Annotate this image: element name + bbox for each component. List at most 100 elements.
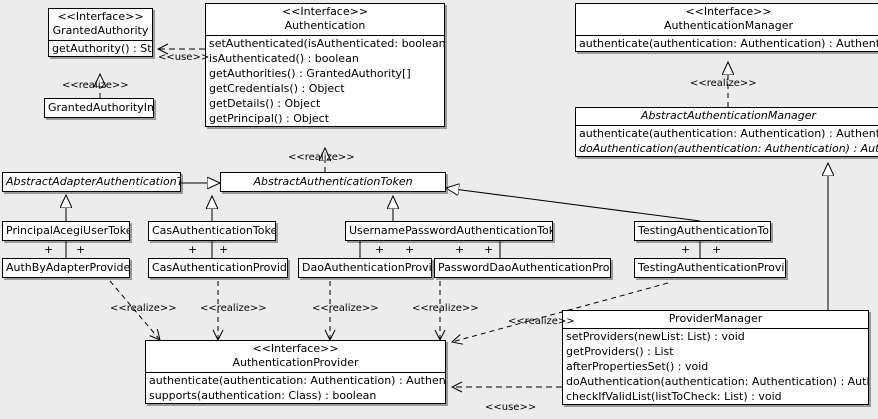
class-box-auth-by-adapter-provider[interactable]: AuthByAdapterProvider [2, 258, 130, 278]
association-marker-plus: + [681, 243, 691, 256]
class-name-label: AbstractAuthenticationToken [253, 175, 413, 188]
member-list: authenticate(authentication: Authenticat… [146, 373, 445, 403]
class-name-label: CasAuthenticationToken [152, 224, 276, 237]
edge-label-realize-passworddaoauthenticationprovider: <<realize>> [412, 303, 479, 314]
member-list: setAuthenticated(isAuthenticated: boolea… [206, 36, 444, 126]
association-marker-plus: + [219, 243, 229, 256]
class-box-password-dao-authentication-provider[interactable]: PasswordDaoAuthenticationProvider [434, 258, 611, 278]
class-box-testing-authentication-provider[interactable]: TestingAuthenticationProvider [634, 258, 786, 278]
class-box-dao-authentication-provider[interactable]: DaoAuthenticationProvider [298, 258, 432, 278]
stereotype-label: <<Interface>> [57, 10, 144, 23]
association-marker-plus: + [375, 243, 385, 256]
class-name-label: AuthenticationProvider [232, 356, 359, 369]
divider [576, 125, 878, 126]
class-box-cas-authentication-provider[interactable]: CasAuthenticationProvider [148, 258, 288, 278]
class-name-label: AbstractAdapterAuthenticationToken [6, 175, 180, 188]
class-box-abstract-authentication-manager[interactable]: AbstractAuthenticationManager authentica… [575, 107, 878, 157]
divider [576, 35, 878, 36]
class-member: setAuthenticated(isAuthenticated: boolea… [209, 37, 445, 50]
class-box-authentication-manager[interactable]: <<Interface>> AuthenticationManager auth… [575, 3, 878, 52]
edge-label-use-authentication: <<use>> [158, 52, 210, 63]
class-member: afterPropertiesSet() : void [566, 360, 709, 373]
class-name-label: AbstractAuthenticationManager [640, 109, 817, 122]
class-header-provider-manager: ProviderManager [563, 311, 868, 328]
class-member: authenticate(authentication: Authenticat… [149, 374, 446, 387]
class-name-label: PrincipalAcegiUserToken [6, 224, 130, 237]
stereotype-label: <<Interface>> [252, 342, 339, 355]
class-name-label: CasAuthenticationProvider [152, 261, 288, 274]
class-header-authentication: <<Interface>> Authentication [206, 4, 444, 35]
class-box-authentication-provider[interactable]: <<Interface>> AuthenticationProvider aut… [145, 340, 446, 404]
edge-generalize-testingauthenticationtoken [446, 188, 701, 222]
stereotype-label: <<Interface>> [685, 5, 772, 18]
member-list: getAuthority() : String [49, 41, 152, 56]
class-header-authentication-provider: <<Interface>> AuthenticationProvider [146, 341, 445, 372]
class-name-label: GrantedAuthorityImpl [48, 101, 153, 114]
association-marker-plus: + [44, 243, 54, 256]
class-box-testing-authentication-token[interactable]: TestingAuthenticationToken [634, 221, 771, 241]
association-marker-plus: + [405, 243, 415, 256]
association-marker-plus: + [484, 243, 494, 256]
class-member: getAuthority() : String [52, 42, 152, 55]
stereotype-label: <<Interface>> [281, 5, 369, 18]
association-marker-plus: + [455, 243, 465, 256]
class-member: isAuthenticated() : boolean [209, 52, 359, 65]
class-header-cas-authentication-provider: CasAuthenticationProvider [149, 259, 287, 277]
class-header-dao-authentication-provider: DaoAuthenticationProvider [299, 259, 431, 277]
class-box-granted-authority-impl[interactable]: GrantedAuthorityImpl [44, 98, 154, 118]
class-name-label: Authentication [284, 19, 366, 32]
class-name-label: DaoAuthenticationProvider [302, 261, 432, 274]
class-box-provider-manager[interactable]: ProviderManager setProviders(newList: Li… [562, 310, 869, 405]
edge-label-realize-grantedauthorityimpl: <<realize>> [62, 80, 129, 91]
class-box-username-password-authentication-token[interactable]: UsernamePasswordAuthenticationToken [345, 221, 553, 241]
edge-label-realize-abstractauthenticationtoken: <<realize>> [288, 152, 355, 163]
class-name-label: PasswordDaoAuthenticationProvider [438, 261, 610, 274]
class-box-granted-authority[interactable]: <<Interface>> GrantedAuthority getAuthor… [48, 8, 153, 57]
class-header-abstract-authentication-token: AbstractAuthenticationToken [221, 173, 445, 191]
edge-label-realize-authbyadapterprovider: <<realize>> [110, 303, 177, 314]
class-name-label: GrantedAuthority [52, 24, 149, 37]
class-box-abstract-authentication-token[interactable]: AbstractAuthenticationToken [220, 172, 446, 192]
class-name-label: ProviderManager [668, 312, 763, 325]
member-list: authenticate(authentication: Authenticat… [576, 126, 878, 156]
divider [49, 40, 152, 41]
association-marker-plus: + [76, 243, 86, 256]
class-header-authentication-manager: <<Interface>> AuthenticationManager [576, 4, 878, 35]
class-header-testing-authentication-provider: TestingAuthenticationProvider [635, 259, 785, 277]
class-box-cas-authentication-token[interactable]: CasAuthenticationToken [148, 221, 276, 241]
edge-label-use-providermanager: <<use>> [485, 402, 537, 413]
edge-label-realize-abstractauthenticationmanager: <<realize>> [690, 78, 757, 89]
class-header-auth-by-adapter-provider: AuthByAdapterProvider [3, 259, 129, 277]
class-name-label: AuthByAdapterProvider [6, 261, 130, 274]
class-box-abstract-adapter-authentication-token[interactable]: AbstractAdapterAuthenticationToken [2, 172, 181, 192]
class-header-principal-acegi-user-token: PrincipalAcegiUserToken [3, 222, 129, 240]
member-list: authenticate(authentication: Authenticat… [576, 36, 878, 51]
class-box-principal-acegi-user-token[interactable]: PrincipalAcegiUserToken [2, 221, 130, 241]
class-header-password-dao-authentication-provider: PasswordDaoAuthenticationProvider [435, 259, 610, 277]
class-header-testing-authentication-token: TestingAuthenticationToken [635, 222, 770, 240]
association-marker-plus: + [188, 243, 198, 256]
class-member: getPrincipal() : Object [209, 112, 330, 125]
class-name-label: AuthenticationManager [664, 19, 793, 32]
class-member: authenticate(authentication: Authenticat… [579, 37, 878, 50]
class-member: doAuthentication(authentication: Authent… [566, 375, 868, 388]
class-member: getCredentials() : Object [209, 82, 345, 95]
class-member: checkIfValidList(listToCheck: List) : vo… [566, 390, 782, 403]
class-header-username-password-authentication-token: UsernamePasswordAuthenticationToken [346, 222, 552, 240]
divider [563, 328, 868, 329]
class-member: doAuthentication(authentication: Authent… [579, 142, 878, 155]
class-member: supports(authentication: Class) : boolea… [149, 389, 377, 402]
class-member: getProviders() : List [566, 345, 674, 358]
divider [146, 372, 445, 373]
edge-label-realize-testingauthenticationprovider: <<realize>> [508, 316, 575, 327]
class-box-authentication[interactable]: <<Interface>> Authentication setAuthenti… [205, 3, 445, 127]
divider [206, 35, 444, 36]
edge-label-realize-daoauthenticationprovider: <<realize>> [312, 303, 379, 314]
class-header-granted-authority-impl: GrantedAuthorityImpl [45, 99, 153, 117]
class-member: setProviders(newList: List) : void [566, 330, 745, 343]
association-marker-plus: + [712, 243, 722, 256]
class-header-granted-authority: <<Interface>> GrantedAuthority [49, 9, 152, 40]
class-name-label: UsernamePasswordAuthenticationToken [349, 224, 553, 237]
class-header-cas-authentication-token: CasAuthenticationToken [149, 222, 275, 240]
